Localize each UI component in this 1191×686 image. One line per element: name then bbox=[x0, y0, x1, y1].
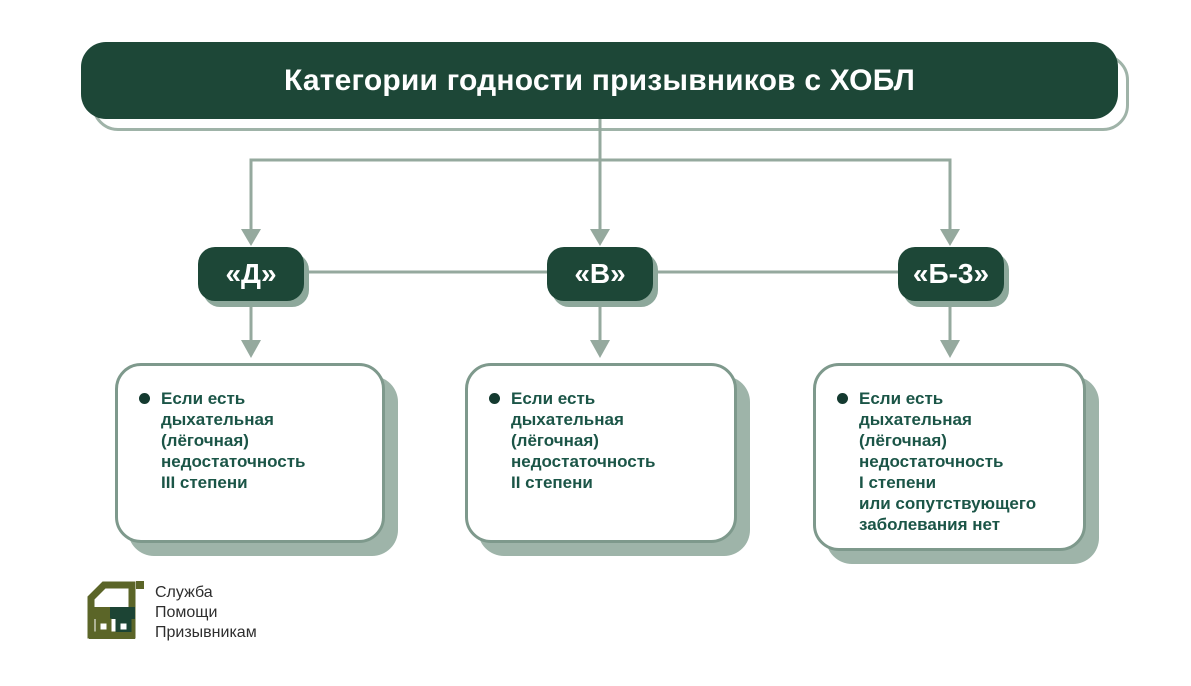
category-description: Если есть дыхательная (лёгочная) недоста… bbox=[161, 389, 306, 492]
logo-line: Помощи bbox=[155, 604, 218, 621]
category-description: Если есть дыхательная (лёгочная) недоста… bbox=[859, 389, 1037, 534]
arrow-down-icon bbox=[241, 340, 261, 358]
category-box-v: Если есть дыхательная (лёгочная) недоста… bbox=[465, 363, 737, 543]
badge-label: «Б-3» bbox=[912, 258, 990, 289]
logo-line: Служба bbox=[155, 584, 213, 601]
connector-distributor-line bbox=[249, 158, 952, 231]
category-badge-v: «В» bbox=[547, 247, 653, 301]
category-box-b3: Если есть дыхательная (лёгочная) недоста… bbox=[813, 363, 1086, 551]
badge-label: «В» bbox=[574, 258, 626, 289]
arrow-down-icon bbox=[590, 229, 610, 246]
logo: Служба Помощи Призывникам bbox=[86, 580, 257, 643]
logo-icon bbox=[87, 581, 144, 639]
logo-line: Призывникам bbox=[155, 624, 257, 641]
category-box-d: Если есть дыхательная (лёгочная) недоста… bbox=[115, 363, 385, 543]
badge-label: «Д» bbox=[225, 258, 277, 289]
category-badge-d: «Д» bbox=[198, 247, 304, 301]
arrow-down-icon bbox=[940, 229, 960, 246]
bullet-dot bbox=[837, 393, 848, 404]
bullet-dot bbox=[139, 393, 150, 404]
bullet-dot bbox=[489, 393, 500, 404]
category-badge-b3: «Б-3» bbox=[898, 247, 1004, 301]
arrow-down-icon bbox=[590, 340, 610, 358]
page-title: Категории годности призывников с ХОБЛ bbox=[284, 63, 915, 97]
header-banner: Категории годности призывников с ХОБЛ bbox=[81, 42, 1118, 119]
category-description: Если есть дыхательная (лёгочная) недоста… bbox=[511, 389, 656, 492]
arrow-down-icon bbox=[241, 229, 261, 246]
arrow-down-icon bbox=[940, 340, 960, 358]
logo-text: Служба Помощи Призывникам bbox=[155, 580, 257, 643]
